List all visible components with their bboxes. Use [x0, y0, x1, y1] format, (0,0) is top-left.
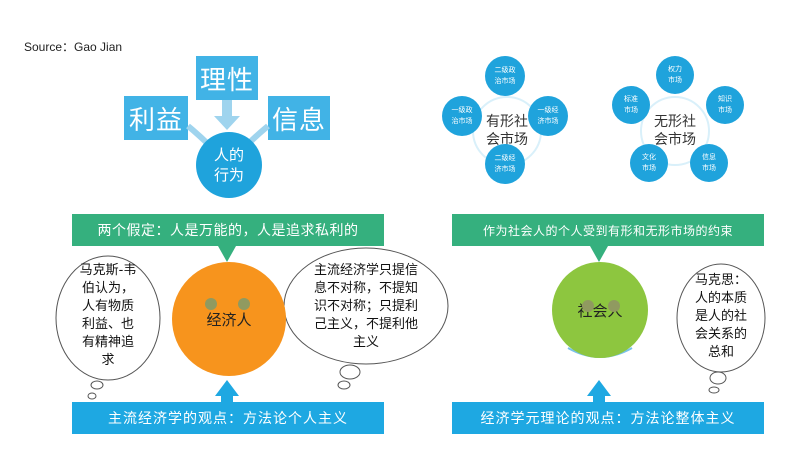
tangible-node-left: 一级政治市场: [442, 96, 482, 136]
eye-icon: [582, 300, 594, 312]
arrow-down-left-icon: [218, 246, 236, 262]
constraint-banner: 作为社会人的个人受到有形和无形市场的约束: [452, 214, 764, 246]
quote-line: 主流经济学只提信: [313, 263, 418, 278]
quote-line: 总和: [707, 345, 734, 360]
assumption-banner: 两个假定：人是万能的，人是追求私利的: [72, 214, 384, 246]
node-line: 文化: [642, 153, 656, 161]
node-line: 二级经: [494, 154, 516, 162]
node-line: 信息: [702, 153, 716, 161]
marx-quote: 马克思： 人的本质 是人的社 会关系的 总和: [688, 272, 754, 362]
weber-quote: 马克斯-韦 伯认为， 人有物质 利益、也 有精神追 求: [66, 262, 150, 370]
tangible-node-top: 二级政治市场: [485, 56, 525, 96]
mainstream-critique: 主流经济学只提信 息不对称，不提知 识不对称；只提利 己主义，不提利他 主义: [300, 262, 432, 352]
quote-line: 马克斯-韦: [79, 263, 137, 278]
quote-line: 求: [101, 353, 115, 368]
node-line: 知识: [718, 95, 732, 103]
eye-icon: [205, 298, 217, 310]
intangible-node-standard: 标准市场: [612, 86, 650, 124]
quote-line: 会关系的: [694, 327, 747, 342]
tangible-node-bottom: 二级经济市场: [485, 144, 525, 184]
arrow-up-right-icon: [587, 380, 611, 402]
human-behavior-circle: 人的 行为: [196, 132, 262, 198]
intangible-center-line1: 无形社: [654, 114, 696, 130]
node-line: 一级政: [451, 106, 473, 114]
arrow-down-icon: [214, 100, 240, 130]
thought-cloud-right: [676, 263, 766, 394]
node-line: 济市场: [494, 165, 516, 173]
quote-line: 息不对称，不提知: [313, 281, 418, 296]
node-line: 二级政: [494, 66, 516, 74]
node-line: 权力: [668, 65, 682, 73]
node-line: 市场: [702, 164, 716, 172]
intangible-center-line2: 会市场: [654, 132, 696, 148]
tangible-center-line1: 有形社: [486, 114, 528, 130]
quote-line: 识不对称；只提利: [313, 299, 418, 314]
thought-cloud-left: [55, 255, 161, 400]
quote-line: 人的本质: [694, 291, 747, 306]
arrow-up-left-icon: [215, 380, 239, 402]
node-line: 济市场: [537, 117, 559, 125]
source-label: Source：Gao Jian: [24, 40, 123, 54]
node-line: 市场: [718, 106, 732, 114]
human-behavior-line2: 行为: [213, 166, 244, 184]
economic-man-face: 经济人: [172, 262, 286, 376]
eye-icon: [608, 300, 620, 312]
quote-line: 伯认为，: [81, 281, 134, 296]
quote-line: 马克思：: [694, 273, 747, 288]
node-line: 市场: [668, 76, 682, 84]
quote-line: 主义: [352, 335, 379, 350]
node-line: 治市场: [451, 117, 473, 125]
node-line: 一级经: [537, 106, 559, 114]
box-rationality: 理性: [196, 56, 258, 100]
node-line: 治市场: [494, 77, 516, 85]
economic-man-label: 经济人: [206, 310, 252, 329]
intangible-node-power: 权力市场: [656, 56, 694, 94]
tangible-node-right: 一级经济市场: [528, 96, 568, 136]
human-behavior-line1: 人的: [213, 146, 244, 164]
intangible-node-culture: 文化市场: [630, 144, 668, 182]
quote-line: 人有物质: [81, 299, 134, 314]
node-line: 市场: [642, 164, 656, 172]
quote-line: 利益、也: [81, 317, 134, 332]
tangible-center-line2: 会市场: [486, 132, 528, 148]
box-interest: 利益: [124, 96, 188, 140]
arrow-down-right-icon: [590, 246, 608, 262]
box-information: 信息: [268, 96, 330, 140]
individualism-banner: 主流经济学的观点：方法论个人主义: [72, 402, 384, 434]
node-line: 标准: [624, 95, 638, 103]
quote-line: 己主义，不提利他: [313, 317, 418, 332]
quote-line: 有精神追: [81, 335, 134, 350]
social-man-face: 社会人: [552, 262, 648, 358]
quote-line: 是人的社: [694, 309, 747, 324]
eye-icon: [238, 298, 250, 310]
holism-banner: 经济学元理论的观点：方法论整体主义: [452, 402, 764, 434]
node-line: 市场: [624, 106, 638, 114]
intangible-node-information: 信息市场: [690, 144, 728, 182]
intangible-node-knowledge: 知识市场: [706, 86, 744, 124]
